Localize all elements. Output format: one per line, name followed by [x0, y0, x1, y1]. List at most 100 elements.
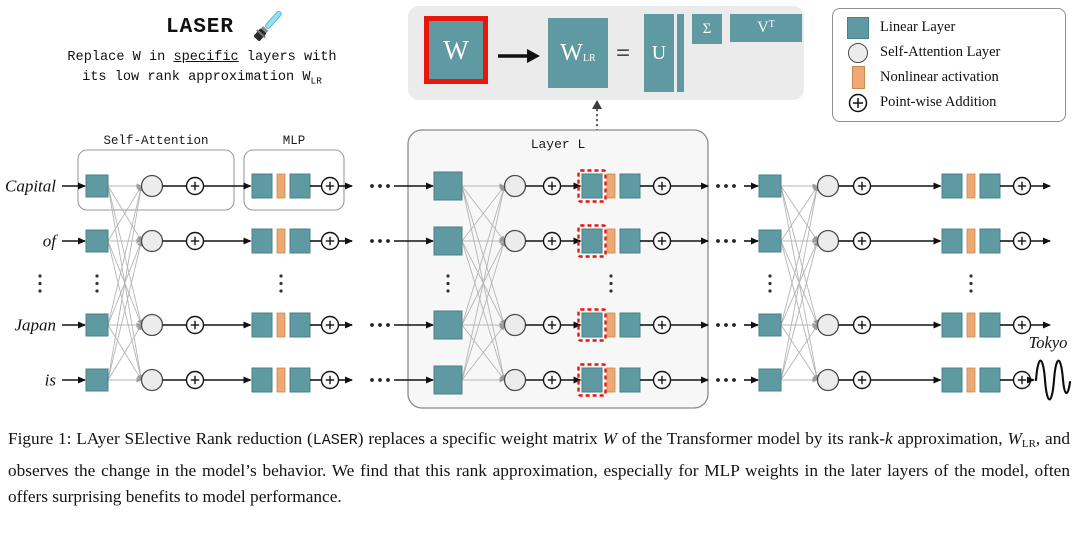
mlp-linear-layer-block	[581, 367, 603, 393]
self-attention-circle	[503, 229, 527, 253]
linear-layer-block	[433, 171, 463, 201]
linear-layer-block	[758, 229, 782, 253]
attention-connection-line	[107, 324, 142, 381]
output-token-label: Tokyo	[1029, 333, 1068, 352]
mlp-linear-layer-block	[979, 312, 1001, 338]
ellipsis-dots	[716, 184, 720, 188]
figure-caption: Figure 1: LAyer SElective Rank reduction…	[8, 426, 1070, 509]
ellipsis-dots	[724, 323, 728, 327]
ellipsis-dots	[724, 378, 728, 382]
mlp-linear-layer-block	[979, 367, 1001, 393]
laser-target-weight-outline	[577, 224, 607, 258]
linear-layer-block	[758, 174, 782, 198]
caption-segment: ) replaces a specific weight matrix	[357, 429, 603, 448]
ellipsis-dots	[732, 239, 736, 243]
mlp-group-box	[243, 149, 345, 211]
mlp-linear-layer-block	[251, 312, 273, 338]
mlp-linear-layer-block	[619, 228, 641, 254]
legend-icon-wrap	[845, 42, 871, 63]
ellipsis-dots	[716, 378, 720, 382]
attention-connection-line	[461, 240, 506, 381]
vt-superscript: T	[768, 18, 775, 30]
vertical-ellipsis-dots	[768, 274, 772, 278]
legend-item-nonlinear-activation: Nonlinear activation	[845, 65, 1057, 90]
subtitle-underlined-word: specific	[173, 50, 239, 65]
arrow-right-icon	[498, 49, 540, 63]
ellipsis-dots	[732, 323, 736, 327]
linear-layer-block	[758, 368, 782, 392]
linear-layer-block	[433, 310, 463, 340]
token-label: Japan	[14, 316, 56, 335]
ellipsis-dots	[386, 239, 390, 243]
vertical-ellipsis-dots	[969, 274, 973, 278]
mlp-linear-layer-block	[581, 312, 603, 338]
self-attention-circle	[503, 368, 527, 392]
attention-connection-line	[780, 240, 819, 381]
ellipsis-dots	[378, 378, 382, 382]
mlp-linear-layer-block	[619, 173, 641, 199]
self-attention-group-label: Self-Attention	[103, 134, 208, 148]
subtitle-text: Replace W in	[67, 50, 174, 65]
nonlinear-activation-bar	[276, 312, 286, 338]
mlp-linear-layer-block	[941, 312, 963, 338]
nonlinear-activation-bar	[276, 367, 286, 393]
linear-layer-block	[433, 226, 463, 256]
nonlinear-activation-bar	[276, 173, 286, 199]
self-attention-circle	[503, 174, 527, 198]
vertical-ellipsis-dots	[38, 274, 42, 278]
linear-layer-block	[85, 229, 109, 253]
u-matrix-sliver	[677, 14, 684, 92]
attention-connection-line	[461, 324, 505, 381]
attention-connection-line	[107, 185, 143, 326]
method-title-wrap: LASER	[118, 16, 282, 39]
ellipsis-dots	[732, 378, 736, 382]
attention-connection-line	[461, 185, 505, 242]
ellipsis-dots	[724, 239, 728, 243]
u-label: U	[651, 41, 667, 64]
token-label: of	[43, 232, 59, 251]
nonlinear-activation-bar	[606, 312, 616, 338]
attention-connection-line	[461, 185, 506, 381]
nonlinear-activation-bar	[606, 228, 616, 254]
vertical-ellipsis-dots	[95, 274, 99, 278]
mlp-linear-layer-block	[289, 173, 311, 199]
zoom-indicator-arrow	[592, 100, 602, 130]
self-attention-circle	[503, 313, 527, 337]
legend-label: Point-wise Addition	[880, 94, 997, 110]
nonlinear-activation-bar	[966, 173, 976, 199]
caption-segment: of the Transformer model by its rank-	[617, 429, 885, 448]
mlp-linear-layer-block	[289, 367, 311, 393]
vertical-ellipsis-dots	[446, 289, 450, 293]
legend-label: Nonlinear activation	[880, 69, 999, 85]
mlp-linear-layer-block	[619, 367, 641, 393]
legend-label: Self-Attention Layer	[880, 44, 1001, 60]
subtitle-text: its low rank approximation W	[82, 70, 311, 85]
w-label: W	[443, 34, 469, 65]
ellipsis-dots	[378, 184, 382, 188]
lightsaber-icon	[253, 10, 282, 41]
legend-item-self-attention: Self-Attention Layer	[845, 40, 1057, 65]
legend-panel: Linear Layer Self-Attention Layer Nonlin…	[832, 8, 1066, 122]
ellipsis-dots	[370, 184, 374, 188]
self-attention-circle	[140, 368, 164, 392]
ellipsis-dots	[378, 239, 382, 243]
caption-segment: approximation,	[892, 429, 1008, 448]
linear-layer-block	[85, 174, 109, 198]
attention-connection-line	[461, 185, 506, 326]
mlp-linear-layer-block	[941, 367, 963, 393]
linear-layer-icon	[847, 16, 869, 39]
vertical-ellipsis-dots	[95, 281, 99, 286]
wlr-subscript: LR	[582, 52, 596, 64]
caption-segment: Figure 1: LAyer SElective Rank reduction…	[8, 429, 313, 448]
vertical-ellipsis-dots	[279, 289, 283, 293]
attention-connection-line	[107, 185, 144, 381]
subtitle-text: layers with	[238, 50, 337, 65]
mlp-group-label: MLP	[283, 134, 306, 148]
weight-matrix-w: W	[424, 16, 488, 84]
vertical-ellipsis-dots	[38, 281, 42, 286]
ellipsis-dots	[378, 323, 382, 327]
pointwise-addition-icon	[848, 93, 868, 112]
layer-l-box	[407, 129, 709, 409]
